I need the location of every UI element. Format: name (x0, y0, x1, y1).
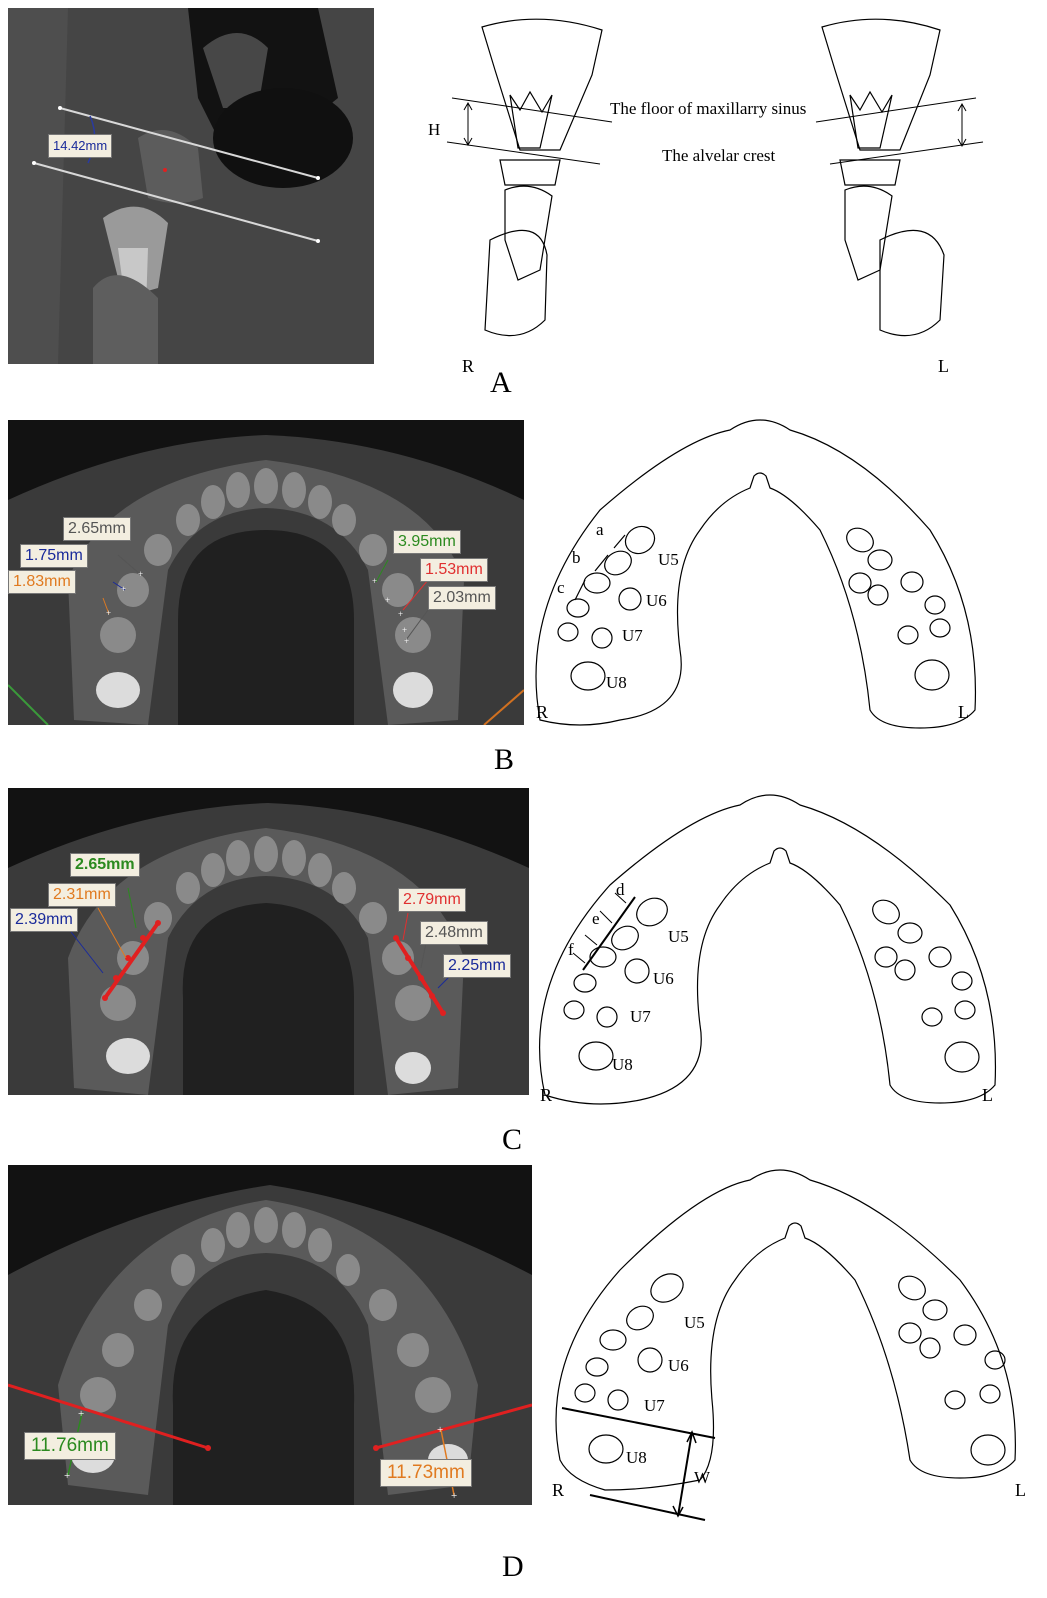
panel-a-diagram (0, 0, 1047, 410)
label-u5: U5 (668, 927, 689, 947)
panel-d: ++ ++ 11.76mm 11.73mm (0, 1160, 1047, 1598)
side-r: R (462, 356, 474, 377)
side-r: R (540, 1085, 552, 1106)
side-l: L (1015, 1480, 1026, 1501)
side-l: L (982, 1085, 993, 1106)
label-sinus-floor: The floor of maxillarry sinus (610, 99, 806, 119)
label-f: f (568, 940, 574, 960)
label-h: H (428, 120, 440, 140)
side-l: L (958, 702, 969, 723)
panel-c: 2.65mm 2.31mm 2.39mm 2.79mm 2.48mm 2.25m… (0, 785, 1047, 1160)
label-alveolar-crest: The alvelar crest (662, 146, 775, 166)
panel-letter-a: A (490, 366, 512, 400)
panel-a: 14.42mm H The floor of (0, 0, 1047, 410)
panel-b-diagram (0, 410, 1047, 785)
label-u6: U6 (646, 591, 667, 611)
label-w: W (694, 1468, 710, 1488)
label-u7: U7 (644, 1396, 665, 1416)
panel-b: +++ +++++ 2.65mm 1.75mm 1.83mm 3.95mm 1.… (0, 410, 1047, 785)
panel-letter-b: B (494, 743, 514, 777)
side-r: R (552, 1480, 564, 1501)
label-e: e (592, 909, 600, 929)
label-u8: U8 (612, 1055, 633, 1075)
label-u7: U7 (622, 626, 643, 646)
label-u5: U5 (658, 550, 679, 570)
label-u7: U7 (630, 1007, 651, 1027)
label-u5: U5 (684, 1313, 705, 1333)
panel-letter-d: D (502, 1550, 524, 1584)
label-a: a (596, 520, 604, 540)
label-d: d (616, 880, 625, 900)
label-b: b (572, 548, 581, 568)
side-l: L (938, 356, 949, 377)
label-u8: U8 (626, 1448, 647, 1468)
label-u8: U8 (606, 673, 627, 693)
panel-letter-c: C (502, 1123, 522, 1157)
label-u6: U6 (668, 1356, 689, 1376)
panel-d-diagram (0, 1160, 1047, 1598)
side-r: R (536, 702, 548, 723)
panel-c-diagram (0, 785, 1047, 1160)
label-u6: U6 (653, 969, 674, 989)
label-c: c (557, 578, 565, 598)
